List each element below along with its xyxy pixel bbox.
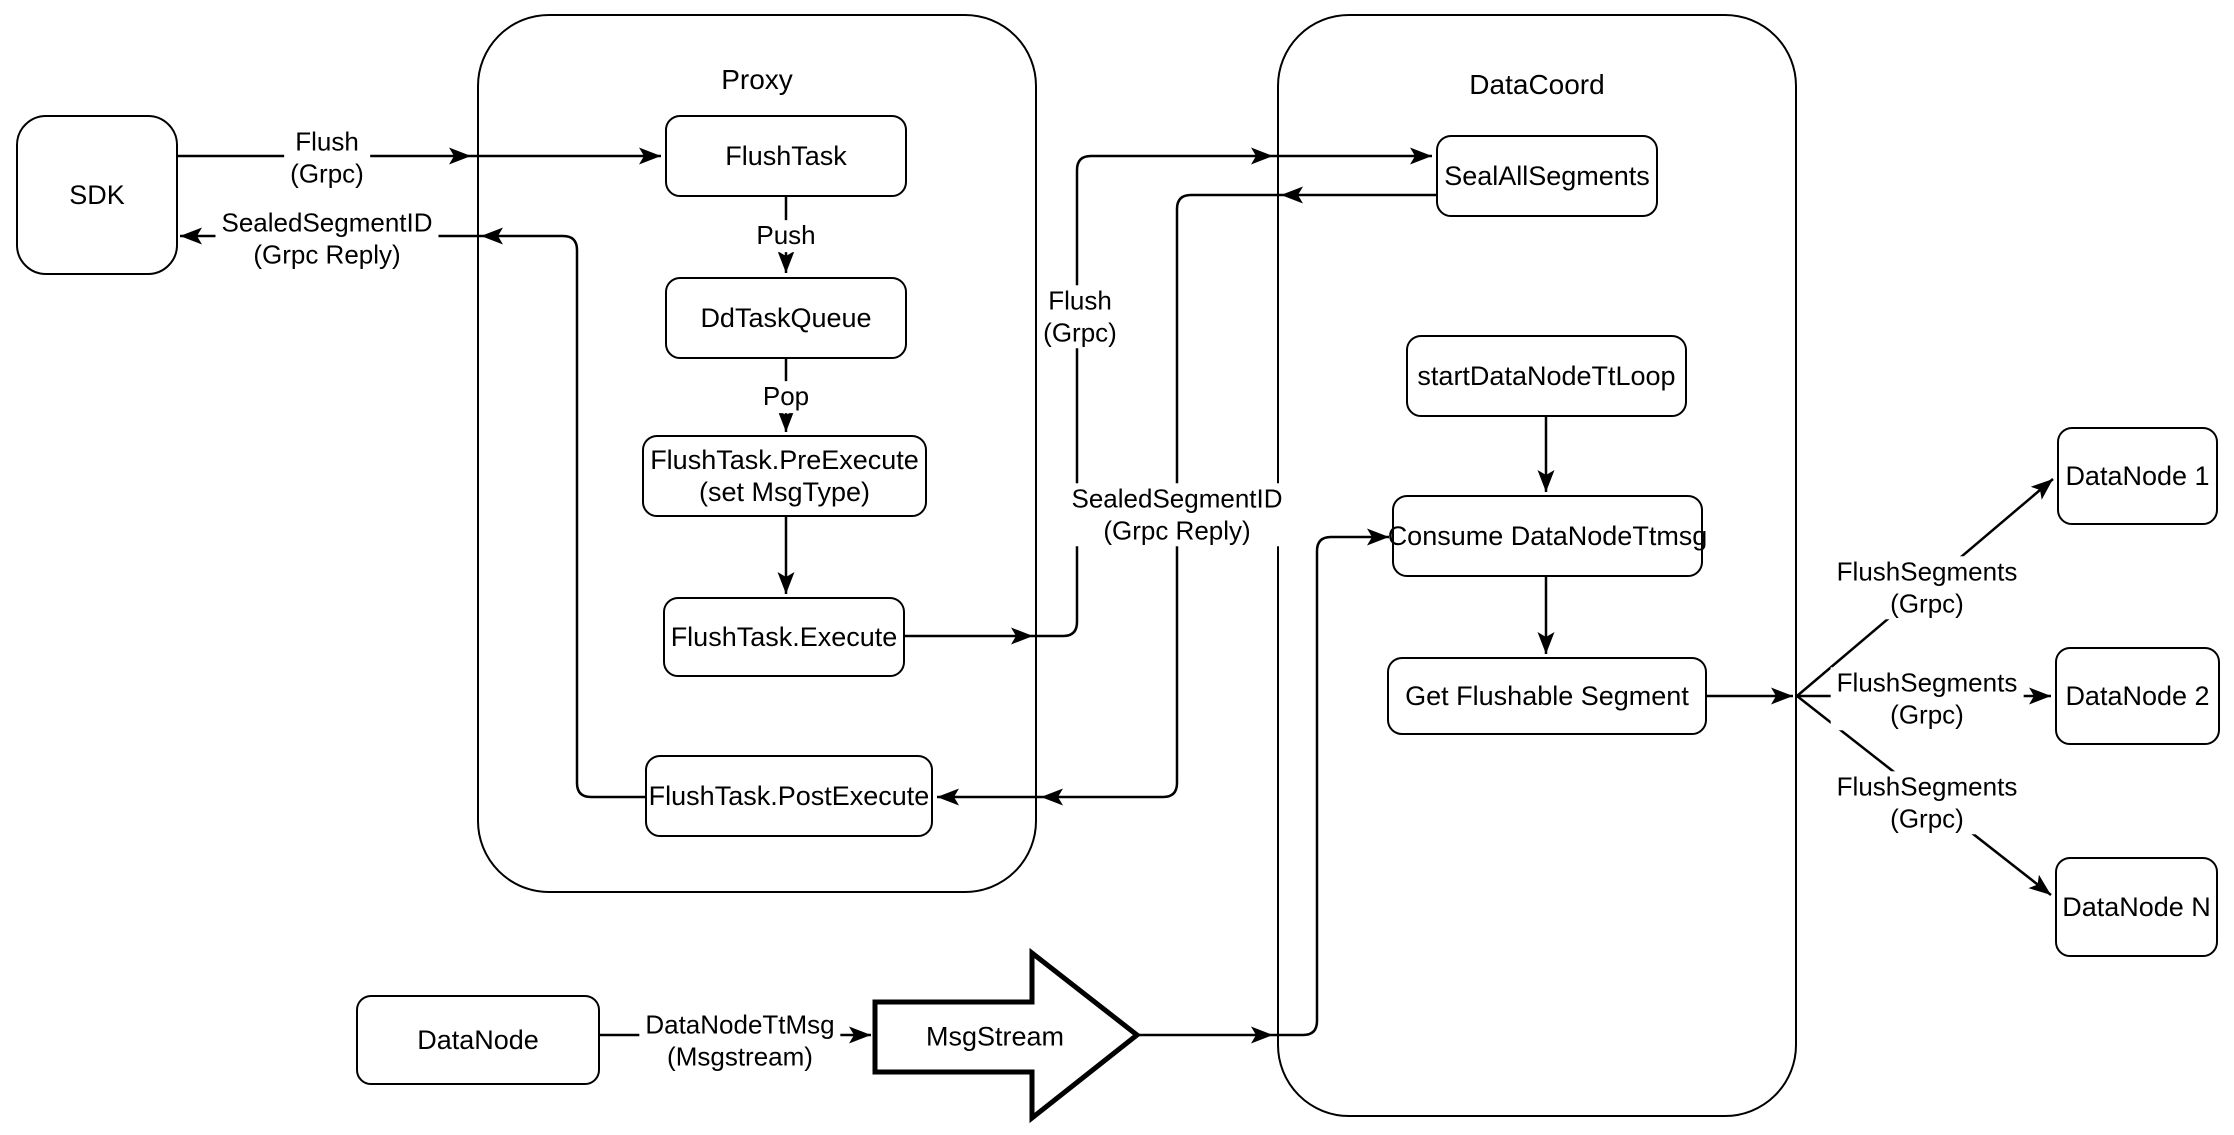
msgstream-block-arrow-shape <box>872 947 1142 1124</box>
node-datanode-1: DataNode 1 <box>2057 427 2218 525</box>
node-datanode-n: DataNode N <box>2055 857 2218 957</box>
arrowhead <box>849 1026 871 1044</box>
node-flushtask-execute-label: FlushTask.Execute <box>670 621 898 652</box>
node-sdk: SDK <box>16 115 178 275</box>
arrowhead <box>777 410 795 432</box>
edge-label-line: (Grpc) <box>290 158 364 188</box>
node-startdatanodettloop: startDataNodeTtLoop <box>1406 335 1687 417</box>
arrowhead <box>2030 479 2053 500</box>
arrowhead <box>1011 627 1033 645</box>
edge-label-flush-grpc-sdk: Flush (Grpc) <box>284 126 370 190</box>
node-datanode-n-label: DataNode N <box>2062 891 2211 922</box>
node-datanode-2: DataNode 2 <box>2055 647 2220 745</box>
datacoord-container-title: DataCoord <box>1469 69 1605 100</box>
arrowhead <box>481 227 503 245</box>
node-datanode-2-label: DataNode 2 <box>2065 680 2210 711</box>
node-flushtask-preexecute-label-line2: (set MsgType) <box>698 477 871 507</box>
edge-label-flushsegments-2: FlushSegments (Grpc) <box>1830 667 2024 731</box>
edge-label-line: (Grpc) <box>1890 803 1964 833</box>
edge-label-line: Push <box>756 220 816 251</box>
node-flushtask-label: FlushTask <box>725 140 847 171</box>
node-sealallsegments: SealAllSegments <box>1436 135 1658 217</box>
node-get-flushable-segment-label: Get Flushable Segment <box>1405 680 1689 711</box>
node-flushtask: FlushTask <box>665 115 907 197</box>
edge-label-pop: Pop <box>756 381 816 413</box>
node-datanode: DataNode <box>356 995 600 1085</box>
node-sealallsegments-label: SealAllSegments <box>1444 160 1650 191</box>
arrowhead <box>777 572 795 594</box>
arrowhead <box>1771 687 1793 705</box>
edge-label-line: DataNodeTtMsg <box>645 1009 835 1040</box>
arrowhead <box>1367 528 1389 546</box>
arrowhead <box>777 251 795 273</box>
edge-label-line: (Grpc) <box>1890 699 1964 729</box>
node-datanode-1-label: DataNode 1 <box>2065 460 2210 491</box>
arrowhead <box>937 788 959 806</box>
edge-label-line: Flush <box>295 126 359 157</box>
edge-label-line: (Grpc) <box>1890 588 1964 618</box>
arrowheads <box>180 147 2053 1044</box>
edge-label-push: Push <box>750 220 822 252</box>
arrowhead <box>1537 632 1555 654</box>
edge-label-sealedsegmentid-sdk: SealedSegmentID (Grpc Reply) <box>215 207 439 271</box>
arrowhead <box>1251 1026 1273 1044</box>
edge-execute-to-sealallsegments <box>905 154 1432 638</box>
node-startdatanodettloop-label: startDataNodeTtLoop <box>1417 360 1676 391</box>
node-get-flushable-segment: Get Flushable Segment <box>1387 657 1707 735</box>
edge-label-line: (Grpc Reply) <box>1103 515 1251 545</box>
edge-label-sealedsegmentid-mid: SealedSegmentID (Grpc Reply) <box>1065 483 1289 547</box>
node-flushtask-postexecute-label: FlushTask.PostExecute <box>648 780 930 811</box>
node-sdk-label: SDK <box>69 179 125 210</box>
edge-msgstream-to-consume <box>1137 535 1389 1037</box>
edge-label-line: Pop <box>762 381 810 412</box>
edge-label-line: SealedSegmentID <box>1071 483 1283 514</box>
arrowhead <box>180 227 202 245</box>
node-ddtaskqueue: DdTaskQueue <box>665 277 907 359</box>
node-flushtask-postexecute: FlushTask.PostExecute <box>645 755 933 837</box>
arrowhead <box>1410 147 1432 165</box>
proxy-container <box>477 14 1037 893</box>
arrowhead <box>1537 470 1555 492</box>
node-consume-datanodettmsg: Consume DataNodeTtmsg <box>1388 495 1707 577</box>
edge-label-datanodettmsg: DataNodeTtMsg (Msgstream) <box>639 1009 841 1073</box>
arrowhead <box>2028 874 2051 895</box>
msgstream-label: MsgStream <box>925 1021 1065 1052</box>
edge-label-line: (Grpc) <box>1043 317 1117 347</box>
edge-label-flushsegments-1: FlushSegments (Grpc) <box>1830 556 2024 620</box>
edge-label-line: (Msgstream) <box>667 1041 813 1071</box>
arrowhead <box>1251 147 1273 165</box>
node-flushtask-preexecute: FlushTask.PreExecute (set MsgType) <box>642 435 927 517</box>
edge-label-line: FlushSegments <box>1836 556 2018 587</box>
arrowhead <box>449 147 471 165</box>
node-consume-datanodettmsg-label: Consume DataNodeTtmsg <box>1387 520 1708 551</box>
edge-label-line: (Grpc Reply) <box>253 239 401 269</box>
edge-label-line: FlushSegments <box>1836 667 2018 698</box>
node-flushtask-execute: FlushTask.Execute <box>663 597 905 677</box>
edge-label-flush-grpc-mid: Flush (Grpc) <box>1037 285 1123 349</box>
arrowhead <box>1041 788 1063 806</box>
arrowhead <box>2029 687 2051 705</box>
arrowhead <box>639 147 661 165</box>
node-flushtask-preexecute-label-line1: FlushTask.PreExecute <box>650 444 919 475</box>
node-datanode-label: DataNode <box>417 1024 539 1055</box>
datacoord-container <box>1277 14 1797 1117</box>
edge-postexecute-to-sdk <box>180 234 645 799</box>
edge-label-line: SealedSegmentID <box>221 207 433 238</box>
proxy-container-title: Proxy <box>721 64 793 95</box>
arrowhead <box>1281 186 1303 204</box>
node-ddtaskqueue-label: DdTaskQueue <box>700 302 872 333</box>
edge-label-line: Flush <box>1048 285 1112 316</box>
edge-label-flushsegments-3: FlushSegments (Grpc) <box>1830 771 2024 835</box>
edge-label-line: FlushSegments <box>1836 771 2018 802</box>
